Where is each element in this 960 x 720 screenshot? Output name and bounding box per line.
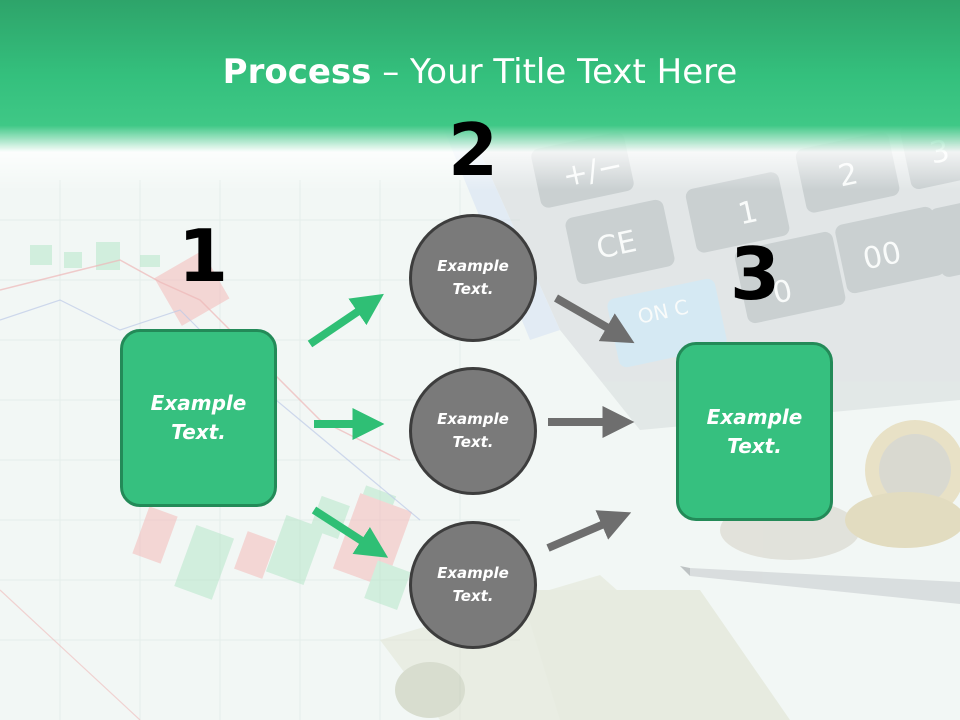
candlesticks: [30, 242, 412, 610]
step-number-1: 1: [178, 214, 229, 298]
arrow-left-to-top: [307, 293, 384, 348]
circle-top-text: Example Text.: [437, 255, 509, 301]
circle-bottom-line2: Text.: [452, 587, 494, 605]
arrow-bottom-to-right: [546, 510, 632, 552]
circle-bottom[interactable]: Example Text.: [409, 521, 537, 649]
end-box-line2: Text.: [727, 433, 782, 458]
circle-middle[interactable]: Example Text.: [409, 367, 537, 495]
circle-top[interactable]: Example Text.: [409, 214, 537, 342]
end-box[interactable]: Example Text.: [676, 342, 833, 521]
step-number-2: 2: [448, 108, 499, 192]
title-rest: Your Title Text Here: [410, 52, 738, 92]
title-bold: Process: [222, 52, 372, 92]
circle-top-line1: Example: [437, 257, 509, 275]
start-box-line1: Example: [150, 391, 247, 415]
circle-bottom-line1: Example: [437, 564, 509, 582]
title-separator: –: [371, 52, 411, 92]
title-banner: [0, 0, 960, 190]
calc-key-ce: CE: [593, 224, 639, 267]
circle-middle-text: Example Text.: [437, 408, 509, 454]
start-box-text: Example Text.: [151, 389, 247, 447]
circle-middle-line2: Text.: [452, 433, 494, 451]
circle-top-line2: Text.: [452, 280, 494, 298]
end-box-text: Example Text.: [707, 403, 803, 461]
end-box-line1: Example: [706, 404, 803, 429]
step-number-3: 3: [730, 232, 781, 316]
pen: [680, 566, 960, 604]
start-box[interactable]: Example Text.: [120, 329, 277, 507]
calc-key-00: 00: [860, 235, 905, 277]
banknotes: [380, 575, 790, 720]
page-title: Process – Your Title Text Here: [0, 52, 960, 92]
circle-middle-line1: Example: [437, 410, 509, 428]
circle-bottom-text: Example Text.: [437, 562, 509, 608]
arrow-left-to-bottom: [311, 506, 389, 558]
arrow-top-to-right: [554, 294, 635, 344]
start-box-line2: Text.: [171, 420, 226, 444]
